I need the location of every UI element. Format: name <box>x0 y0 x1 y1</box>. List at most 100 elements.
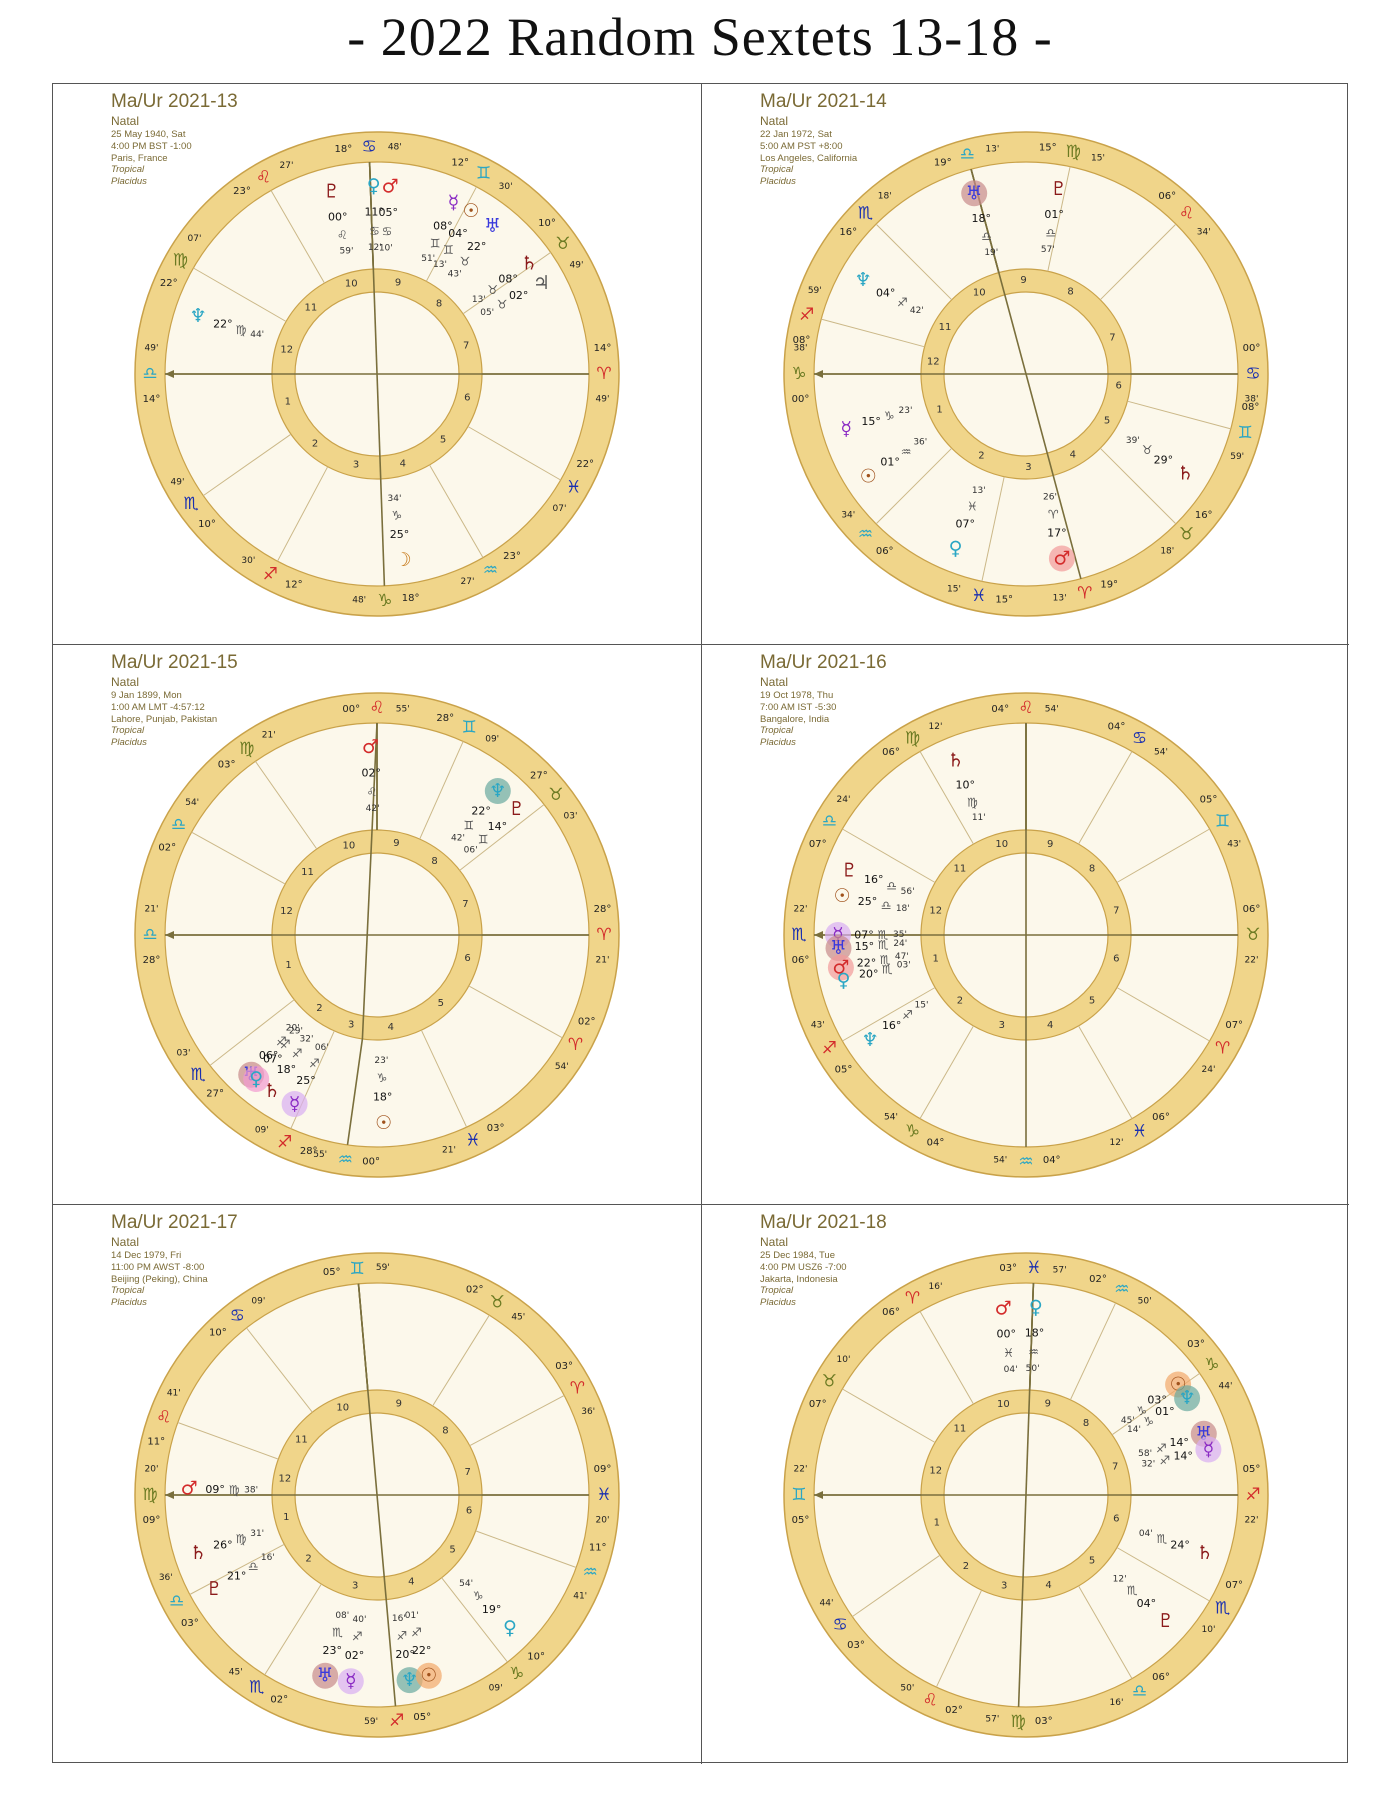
planet-sign-icon: ♏ <box>1127 1584 1138 1598</box>
planet-sign-icon: ♋ <box>382 224 393 238</box>
house-number: 4 <box>388 1022 394 1033</box>
house-cusp-line <box>1052 475 1082 580</box>
cusp-minute: 09' <box>255 1126 269 1136</box>
cusp-degree: 04° <box>991 704 1009 715</box>
house-number: 9 <box>395 277 401 288</box>
planet-placement: ☉22°♐01' <box>405 1611 442 1689</box>
cusp-label: ♏10°49' <box>171 477 216 530</box>
cusp-degree: 10° <box>209 1328 227 1339</box>
chart-type: Natal <box>760 674 789 689</box>
chart-houses: Placidus <box>111 176 147 188</box>
cusp-degree: 03° <box>847 1640 865 1651</box>
chart-place: Los Angeles, California <box>760 152 858 164</box>
cusp-label: ♈07°24' <box>1202 1020 1244 1075</box>
cusp-label: ♐12°30' <box>241 556 302 591</box>
planet-placement: ♄18°♐32' <box>263 1035 313 1102</box>
planet-glyph-icon: ♇ <box>1157 1610 1174 1632</box>
planet-placement: ♇00°♌59' <box>323 181 353 257</box>
planet-degree: 18° <box>277 1063 297 1076</box>
cusp-minute: 15' <box>947 584 961 594</box>
chart-type: Natal <box>111 1234 140 1249</box>
planet-minute: 43' <box>448 270 462 280</box>
planet-minute: 29' <box>289 1027 303 1037</box>
cusp-minute: 12' <box>929 722 943 732</box>
cusp-degree: 02° <box>270 1694 288 1705</box>
cusp-degree: 06° <box>1243 904 1261 915</box>
zodiac-sign-icon: ♒ <box>483 561 498 581</box>
planet-sign-icon: ♑ <box>1143 1414 1154 1428</box>
zodiac-sign-icon: ♎ <box>822 812 837 832</box>
house-number: 7 <box>462 899 468 910</box>
planet-glyph-icon: ♇ <box>323 181 340 203</box>
zodiac-sign-icon: ♊ <box>791 1485 806 1505</box>
cusp-degree: 06° <box>1158 191 1176 202</box>
planet-degree: 22° <box>471 804 491 817</box>
cusp-minute: 03' <box>564 811 578 821</box>
cusp-degree: 18° <box>335 144 353 155</box>
planet-sign-icon: ♐ <box>1156 1441 1167 1455</box>
planet-minute: 42' <box>910 306 924 316</box>
chart-date: 19 Oct 1978, Thu <box>760 689 834 701</box>
zodiac-sign-icon: ♐ <box>799 305 814 325</box>
cusp-degree: 08° <box>1242 402 1260 413</box>
house-cusp-line <box>935 1589 983 1688</box>
zodiac-sign-icon: ♉ <box>555 234 570 254</box>
planet-sign-icon: ♐ <box>292 1047 303 1061</box>
cusp-degree: 15° <box>995 595 1013 606</box>
cusp-minute: 10' <box>837 1355 851 1365</box>
cusp-degree: 16° <box>1195 510 1213 521</box>
planet-sign-icon: ♏ <box>878 938 889 952</box>
planet-degree: 25° <box>858 895 878 908</box>
ascendant-arrow <box>165 931 174 939</box>
cusp-degree: 16° <box>839 227 857 238</box>
cusp-degree: 11° <box>147 1437 165 1448</box>
cusp-minute: 21' <box>442 1145 456 1155</box>
cusp-label: ♎28°21' <box>142 904 160 966</box>
zodiac-sign-icon: ♋ <box>361 137 376 157</box>
planet-sign-icon: ♓ <box>1003 1346 1014 1360</box>
cusp-degree: 02° <box>466 1285 484 1296</box>
planet-placement: ☿14°♐32' <box>1141 1436 1222 1470</box>
planet-minute: 58' <box>1138 1449 1152 1459</box>
house-cusp-line <box>842 828 936 883</box>
planet-sign-icon: ♏ <box>878 928 889 942</box>
house-number: 9 <box>1045 1399 1051 1410</box>
cusp-minute: 54' <box>1154 748 1168 758</box>
planet-degree: 18° <box>972 212 992 225</box>
planet-placement: ♀19°♑54' <box>459 1579 517 1639</box>
planet-minute: 06' <box>464 846 478 856</box>
house-cusp-line <box>467 426 561 481</box>
zodiac-sign-icon: ♋ <box>832 1615 847 1635</box>
planet-placement: ♅22°♉43' <box>448 215 502 280</box>
cusp-label: ♎19°13' <box>934 145 999 169</box>
cusp-degree: 27° <box>206 1089 224 1100</box>
cusp-minute: 22' <box>1245 1516 1259 1526</box>
zodiac-sign-icon: ♓ <box>971 586 986 606</box>
house-number: 4 <box>400 458 406 469</box>
house-number: 8 <box>436 299 442 310</box>
cusp-label: ♐05°22' <box>1243 1464 1261 1526</box>
house-number: 3 <box>1025 462 1031 473</box>
cusp-degree: 04° <box>1108 721 1126 732</box>
planet-sign-icon: ♉ <box>497 298 508 312</box>
planet-placement: ♇14°♊06' <box>464 798 526 856</box>
cusp-degree: 00° <box>1243 343 1261 354</box>
chart-place: Paris, France <box>111 152 168 164</box>
planet-glyph-icon: ☉ <box>375 1112 392 1134</box>
house-number: 10 <box>343 840 356 851</box>
house-number: 1 <box>285 960 291 971</box>
ascendant-arrow <box>165 1491 174 1499</box>
planet-glyph-icon: ☿ <box>832 924 844 946</box>
planet-sign-icon: ♌ <box>367 785 378 799</box>
ascendant-arrow <box>814 931 823 939</box>
planet-degree: 16° <box>864 873 884 886</box>
zodiac-sign-icon: ♉ <box>1245 925 1260 945</box>
house-cusp-line <box>254 761 318 850</box>
planet-minute: 06' <box>315 1043 329 1053</box>
planet-placement: ♂02°♌42' <box>362 736 382 814</box>
cusp-label: ♊05°59' <box>323 1259 390 1279</box>
house-cusp-line <box>420 1029 468 1128</box>
planet-sign-icon: ♐ <box>1159 1453 1170 1467</box>
planet-degree: 01° <box>880 456 900 469</box>
planet-placement: ☿02°♐40' <box>337 1615 366 1695</box>
